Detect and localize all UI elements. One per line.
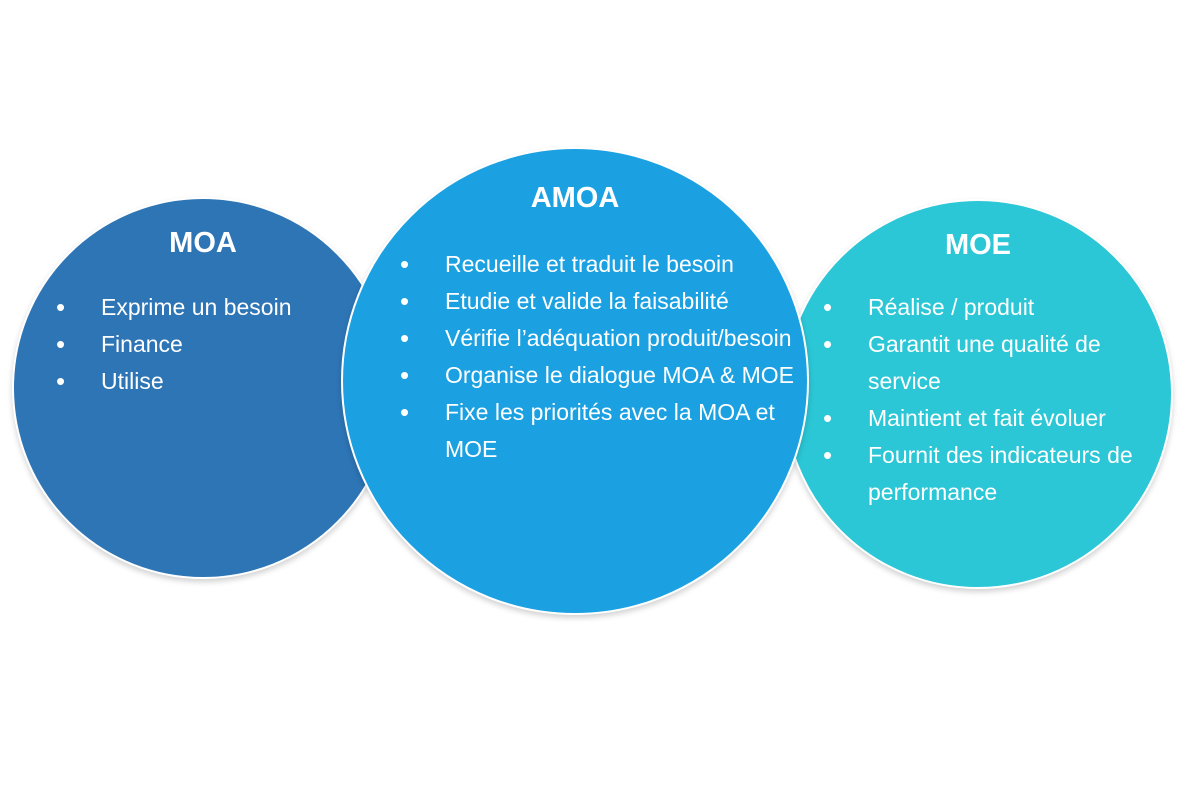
moe-list-item: Réalise / produit [823, 289, 1173, 326]
moe-list-item: Garantit une qualité de service [823, 326, 1173, 400]
amoa-list-item: Etudie et valide la faisabilité [400, 283, 800, 320]
moe-list-item: Maintient et fait évoluer [823, 400, 1173, 437]
amoa-list-item: Recueille et traduit le besoin [400, 246, 800, 283]
moa-circle: MOA Exprime un besoin Finance Utilise [12, 197, 394, 579]
moa-list: Exprime un besoin Finance Utilise [56, 289, 386, 400]
amoa-list: Recueille et traduit le besoin Etudie et… [400, 246, 800, 468]
moe-list-item: Fournit des indicateurs de performance [823, 437, 1173, 511]
moa-list-item: Finance [56, 326, 386, 363]
amoa-list-item: Fixe les priorités avec la MOA et MOE [400, 394, 800, 468]
moe-list: Réalise / produit Garantit une qualité d… [823, 289, 1173, 511]
moa-title: MOA [169, 227, 237, 259]
amoa-list-item: Vérifie l’adéquation produit/besoin [400, 320, 800, 357]
moa-list-item: Utilise [56, 363, 386, 400]
amoa-title: AMOA [530, 182, 620, 214]
moa-list-item: Exprime un besoin [56, 289, 386, 326]
amoa-circle: AMOA Recueille et traduit le besoin Etud… [341, 147, 809, 615]
amoa-list-item: Organise le dialogue MOA & MOE [400, 357, 800, 394]
moe-title: MOE [944, 229, 1012, 261]
moe-circle: MOE Réalise / produit Garantit une quali… [783, 199, 1173, 589]
